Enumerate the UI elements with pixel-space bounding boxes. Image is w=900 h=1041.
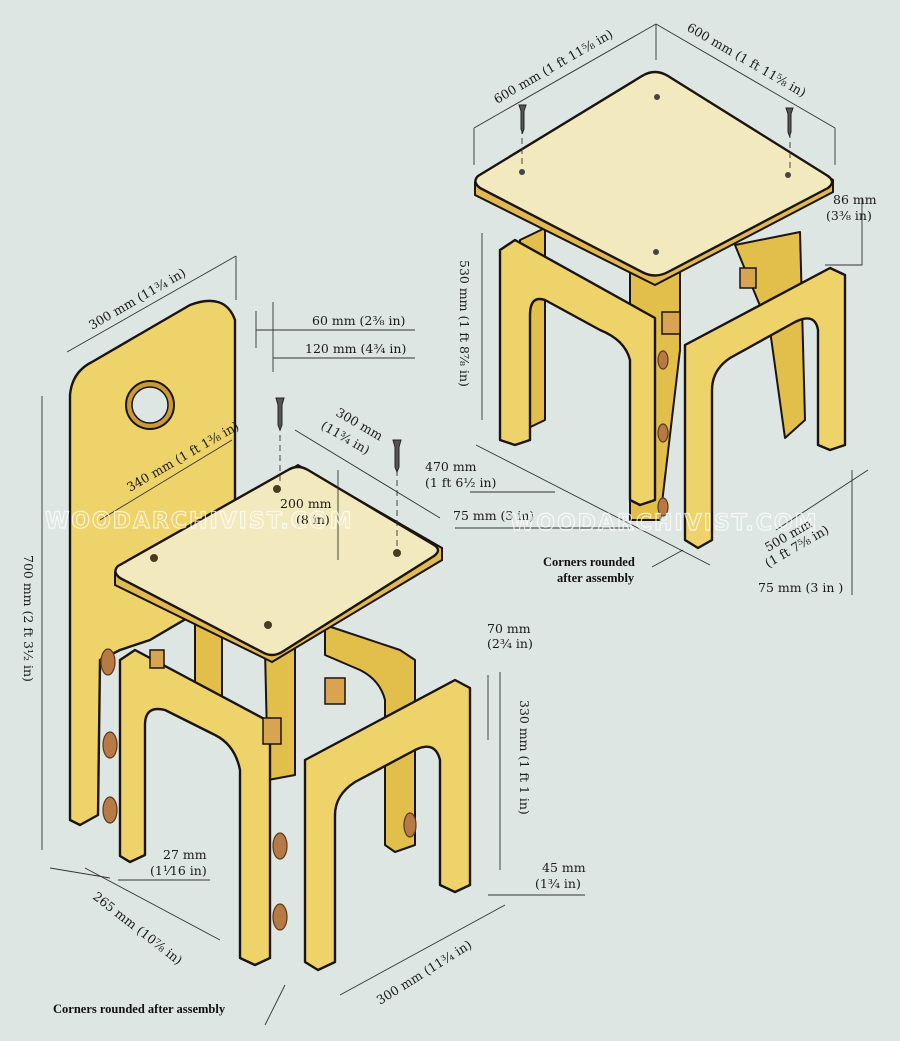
screw-hole: [264, 621, 272, 629]
wood-plug: [657, 350, 669, 370]
screw-hole: [785, 172, 791, 178]
chair-rail-height-in-label: (2¾ in): [487, 636, 533, 651]
wood-plug: [272, 903, 288, 931]
chair-seat: [114, 465, 440, 657]
chair-side-frame-left: [118, 648, 272, 967]
stool-rail-height-in-label: (3⅜ in): [826, 208, 872, 223]
dowel-block: [661, 311, 681, 335]
dowel-block: [262, 717, 282, 745]
dowel-block: [739, 267, 757, 289]
chair-illustration: [68, 299, 472, 972]
chair-depth-label: 265 mm (10⅞ in): [90, 889, 185, 968]
screw-icon: [275, 397, 285, 482]
chair-seat-inset-in-label: (8 in): [296, 512, 330, 527]
stool-height-label: 530 mm (1 ft 8⅞ in): [457, 260, 472, 387]
screw-icon: [518, 104, 527, 165]
chair-leg-width-label: 45 mm: [542, 860, 586, 875]
dowel-block: [324, 677, 346, 705]
stool-top: [474, 70, 834, 277]
chair-total-height-label: 700 mm (2 ft 3½ in): [21, 555, 36, 682]
chair-leg-width-in-label: (1¾ in): [535, 876, 581, 891]
chair-dimensions: [41, 255, 585, 1026]
stool-corners-note: Corners rounded: [543, 555, 635, 569]
chair-width-label: 300 mm (11¾ in): [374, 937, 475, 1008]
stool-leg-width-label: 75 mm (3 in): [453, 508, 534, 523]
wood-plug: [100, 648, 116, 676]
watermark: WOODARCHIVIST.COM: [45, 509, 353, 534]
dowel-block: [149, 649, 165, 669]
stool-leg-width-right-label: 75 mm (3 in ): [758, 580, 843, 595]
wood-plug: [102, 796, 118, 824]
screw-hole: [393, 549, 401, 557]
chair-side-frame-right: [303, 678, 472, 972]
wood-plug: [102, 731, 118, 759]
screw-hole: [519, 169, 525, 175]
chair-leg-height-label: 330 mm (1 ft 1 in): [517, 700, 532, 815]
stool-side-frame-left: [498, 238, 657, 507]
screw-hole: [150, 554, 158, 562]
watermark: WOODARCHIVIST.COM: [510, 511, 818, 536]
stool-illustration: [474, 70, 847, 550]
chair-right-rear-frame: [324, 624, 416, 853]
screw-hole: [654, 94, 660, 100]
stool-frame-depth-label: 470 mm: [425, 459, 477, 474]
stool-corners-note-2: after assembly: [557, 571, 635, 585]
screw-hole: [653, 249, 659, 255]
stool-top-width-left-label: 600 mm (1 ft 11⅝ in): [491, 26, 615, 106]
wood-plug: [272, 832, 288, 860]
screw-icon: [392, 439, 402, 546]
stool-side-frame-right: [683, 266, 847, 550]
stool-rail-height-label: 86 mm: [833, 192, 877, 207]
chair-corners-note: Corners rounded after assembly: [53, 1002, 226, 1016]
chair-thickness-in-label: (1¹⁄16 in): [150, 863, 207, 878]
stool-dimensions: [455, 23, 869, 595]
wood-plug: [657, 423, 669, 443]
chair-thickness-label: 27 mm: [163, 847, 207, 862]
wood-plug: [657, 497, 669, 517]
chair-rail-height-label: 70 mm: [487, 621, 531, 636]
stool-frame-depth-in-label: (1 ft 6½ in): [425, 475, 496, 490]
chair-hole-depth-label: 120 mm (4¾ in): [305, 341, 406, 356]
wood-plug: [403, 812, 417, 838]
chair-hole-offset-label: 60 mm (2⅜ in): [312, 313, 405, 328]
stool-top-width-right-label: 600 mm (1 ft 11⅝ in): [685, 20, 809, 100]
screw-hole: [273, 485, 281, 493]
screw-icon: [785, 107, 794, 168]
chair-seat-inset-label: 200 mm: [280, 496, 332, 511]
